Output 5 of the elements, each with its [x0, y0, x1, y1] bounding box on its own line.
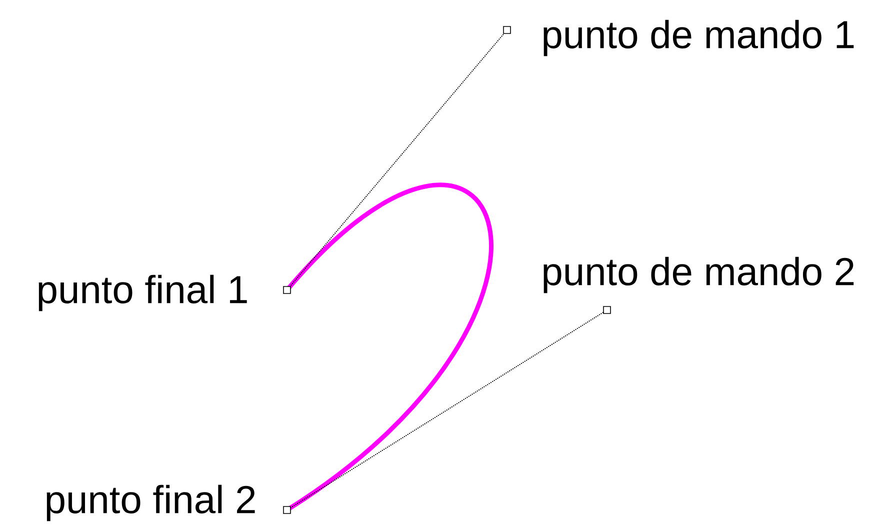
point-label: punto final 2 — [46, 484, 255, 522]
point-label: punto final 1 — [38, 274, 247, 312]
bezier-curve — [285, 184, 492, 512]
point-label: punto de mando 1 — [544, 20, 854, 56]
point-label: punto de mando 2 — [544, 256, 854, 294]
